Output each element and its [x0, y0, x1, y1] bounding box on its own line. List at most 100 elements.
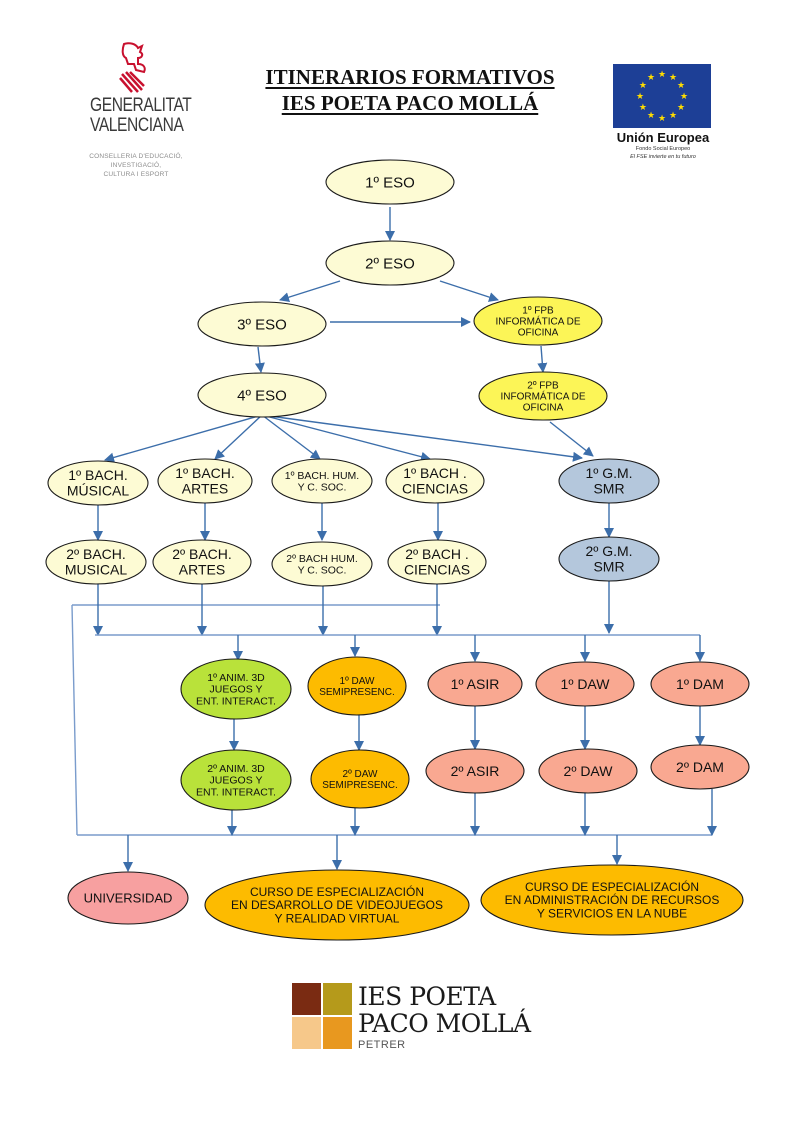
node-label: ARTES [182, 481, 228, 497]
node-label: 1º BACH. [175, 465, 235, 481]
flask-tile-icon [323, 1017, 352, 1049]
node-eso2: 2º ESO [325, 240, 455, 286]
node-label: 1º G.M. [585, 465, 632, 481]
generalitat-name-line2: VALENCIANA [90, 115, 184, 136]
node-label: 1º DAW [340, 676, 376, 687]
node-shape [425, 748, 525, 794]
node-shape [535, 661, 635, 707]
title-line2: IES POETA PACO MOLLÁ [281, 91, 539, 115]
node-label: MÚSICAL [67, 483, 129, 499]
node-shape [558, 536, 660, 582]
node-daw2: 2º DAW [538, 748, 638, 794]
node-eso1: 1º ESO [325, 159, 455, 205]
node-shape [480, 864, 744, 936]
node-label: 1º ESO [365, 174, 415, 191]
node-asir2: 2º ASIR [425, 748, 525, 794]
node-bhum1: 1º BACH. HUM.Y C. SOC. [271, 458, 373, 504]
ies-name: IES POETA PACO MOLLÁ [358, 983, 531, 1037]
arrow-eso4-bmus1 [104, 414, 263, 463]
node-label: ARTES [179, 562, 225, 578]
node-shape [307, 656, 407, 716]
title-line1: ITINERARIOS FORMATIVOS [265, 65, 555, 89]
eu-star-icon: ★ [677, 80, 685, 90]
node-label: SEMIPRESENC. [322, 780, 398, 791]
eu-slogan: El FSE invierte en tu futuro [630, 154, 696, 160]
node-label: 1º BACH . [403, 465, 466, 481]
generalitat-name-line1: GENERALITAT [90, 95, 192, 116]
ies-logo: IES POETA PACO MOLLÁ PETRER [292, 983, 572, 1055]
node-shape [325, 159, 455, 205]
page-title: ITINERARIOS FORMATIVOS IES POETA PACO MO… [240, 64, 580, 116]
node-label: CURSO DE ESPECIALIZACIÓN [525, 879, 699, 894]
bus-left-line [71, 604, 78, 836]
node-bcie1: 1º BACH .CIENCIAS [385, 458, 485, 504]
node-eso4: 4º ESO [197, 372, 327, 418]
ies-town: PETRER [358, 1039, 406, 1051]
eu-star-icon: ★ [680, 91, 688, 101]
ies-name-line1: IES POETA [358, 982, 496, 1011]
node-asir1: 1º ASIR [427, 661, 523, 707]
node-label: 2º G.M. [585, 543, 632, 559]
node-bart1: 1º BACH.ARTES [157, 458, 253, 504]
arrow-eso3-eso4 [254, 346, 265, 373]
node-label: CURSO DE ESPECIALIZACIÓN [250, 884, 424, 899]
node-shape [157, 458, 253, 504]
node-daw1: 1º DAW [535, 661, 635, 707]
node-shape [387, 539, 487, 585]
node-label: Y REALIDAD VIRTUAL [275, 912, 400, 926]
node-label: 1º DAW [561, 676, 611, 692]
node-shape [538, 748, 638, 794]
node-shape [204, 869, 470, 941]
eu-star-icon: ★ [636, 91, 644, 101]
node-label: 2º BACH HUM. [286, 553, 358, 565]
node-label: Y SERVICIOS EN LA NUBE [537, 907, 687, 921]
node-shape [325, 240, 455, 286]
node-label: INFORMÁTICA DE [500, 390, 585, 403]
node-bmus2: 2º BACH.MUSICAL [45, 539, 147, 585]
valencia-coat-of-arms-icon [119, 42, 146, 93]
node-shape [271, 458, 373, 504]
node-label: SEMIPRESENC. [319, 687, 395, 698]
node-dam1: 1º DAM [650, 661, 750, 707]
node-label: 2º BACH. [172, 546, 232, 562]
node-bmus1: 1º BACH.MÚSICAL [47, 460, 149, 506]
arrow-eso2-eso3 [279, 280, 341, 303]
pen-tile-icon [323, 983, 352, 1015]
node-label: CIENCIAS [404, 562, 470, 578]
node-label: 4º ESO [237, 387, 287, 404]
node-label: 1º ASIR [451, 676, 500, 692]
node-label: ENT. INTERACT. [196, 695, 276, 707]
node-label: SMR [593, 481, 624, 497]
arrow-fpb2-gm1 [549, 421, 594, 457]
node-shape [152, 539, 252, 585]
generalitat-logo: GENERALITAT VALENCIANA CONSELLERIA D'EDU… [60, 40, 210, 178]
node-shape [427, 661, 523, 707]
conselleria-label: CONSELLERIA D'EDUCACIÓ, INVESTIGACIÓ, CU… [66, 152, 206, 179]
node-shape [180, 658, 292, 720]
node-label: 1º ANIM. 3D [207, 672, 265, 684]
node-label: JUEGOS Y [210, 684, 263, 696]
node-label: SMR [593, 559, 624, 575]
node-label: ENT. INTERACT. [196, 786, 276, 798]
node-uni: UNIVERSIDAD [67, 871, 189, 925]
node-label: 3º ESO [237, 316, 287, 333]
node-label: 1º BACH. [68, 467, 128, 483]
conselleria-line1: CONSELLERIA D'EDUCACIÓ, INVESTIGACIÓ, [89, 153, 183, 169]
node-label: CIENCIAS [402, 481, 468, 497]
mouse-tile-icon [292, 1017, 321, 1049]
node-label: MUSICAL [65, 562, 127, 578]
eu-star-icon: ★ [677, 102, 685, 112]
arrow-eso4-bart1 [214, 414, 263, 460]
node-shape [47, 460, 149, 506]
node-label: 2º ASIR [451, 763, 500, 779]
arrow-eso4-gm1 [261, 414, 583, 462]
node-label: UNIVERSIDAD [84, 891, 173, 906]
